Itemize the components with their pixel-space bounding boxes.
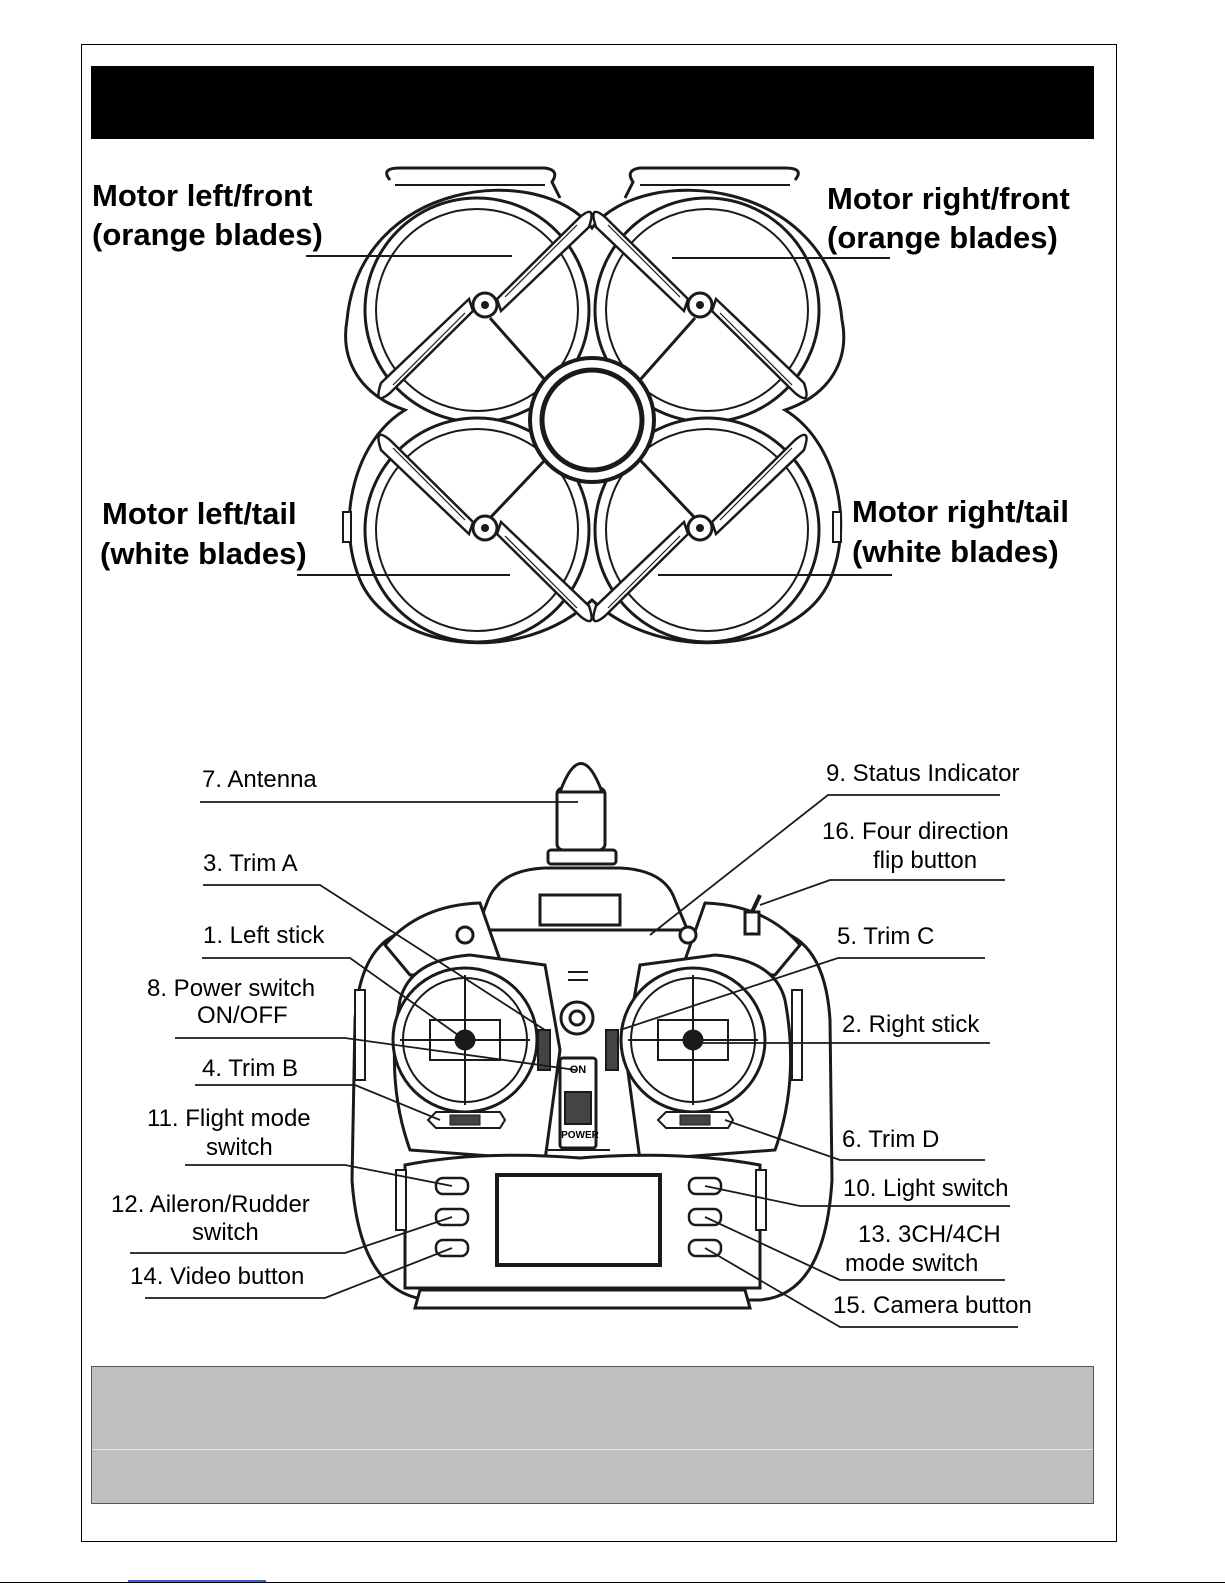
- label-power-switch-1: 8. Power switch: [147, 975, 316, 1002]
- label-trim-d: 6. Trim D: [842, 1126, 940, 1153]
- label-right-stick: 2. Right stick: [842, 1011, 980, 1038]
- label-light-switch: 10. Light switch: [843, 1175, 1009, 1202]
- footer-box: [91, 1366, 1094, 1504]
- label-motor-left-front-2: (orange blades): [92, 217, 323, 252]
- bottom-link-underline[interactable]: [128, 1580, 266, 1582]
- page-frame: [81, 44, 1117, 1542]
- label-flight-mode-2: switch: [206, 1134, 273, 1161]
- footer-divider: [92, 1449, 1093, 1450]
- label-antenna: 7. Antenna: [202, 766, 317, 793]
- label-aileron-rudder-1: 12. Aileron/Rudder: [111, 1191, 310, 1218]
- drone-illustration: [342, 166, 846, 645]
- label-motor-right-tail-1: Motor right/tail: [852, 494, 1069, 529]
- bottom-rule: [0, 1582, 1225, 1583]
- label-status-indicator: 9. Status Indicator: [826, 760, 1020, 787]
- controller-illustration: [350, 762, 834, 1310]
- label-flight-mode-1: 11. Flight mode: [147, 1105, 311, 1132]
- label-flip-button-1: 16. Four direction: [822, 818, 1009, 845]
- on-mark: ON: [570, 1064, 587, 1076]
- label-trim-b: 4. Trim B: [202, 1055, 299, 1082]
- label-motor-right-front-1: Motor right/front: [827, 181, 1070, 216]
- drone-leader-lines: [297, 255, 892, 576]
- controller-leader-lines: [130, 794, 1018, 1328]
- label-mode-switch-1: 13. 3CH/4CH: [858, 1221, 1001, 1248]
- label-motor-left-front-1: Motor left/front: [92, 178, 313, 213]
- power-mark: POWER: [561, 1130, 600, 1141]
- label-motor-right-front-2: (orange blades): [827, 220, 1058, 255]
- label-mode-switch-2: mode switch: [845, 1250, 979, 1277]
- label-trim-c: 5. Trim C: [837, 923, 935, 950]
- label-camera-button: 15. Camera button: [833, 1292, 1032, 1319]
- label-flip-button-2: flip button: [873, 847, 978, 874]
- label-motor-right-tail-2: (white blades): [852, 534, 1059, 569]
- label-trim-a: 3. Trim A: [203, 850, 298, 877]
- label-video-button: 14. Video button: [130, 1263, 305, 1290]
- title-bar: [91, 66, 1094, 139]
- label-power-switch-2: ON/OFF: [197, 1002, 288, 1029]
- label-motor-left-tail-1: Motor left/tail: [102, 496, 297, 531]
- label-left-stick: 1. Left stick: [203, 922, 325, 949]
- label-aileron-rudder-2: switch: [192, 1219, 259, 1246]
- label-motor-left-tail-2: (white blades): [100, 536, 307, 571]
